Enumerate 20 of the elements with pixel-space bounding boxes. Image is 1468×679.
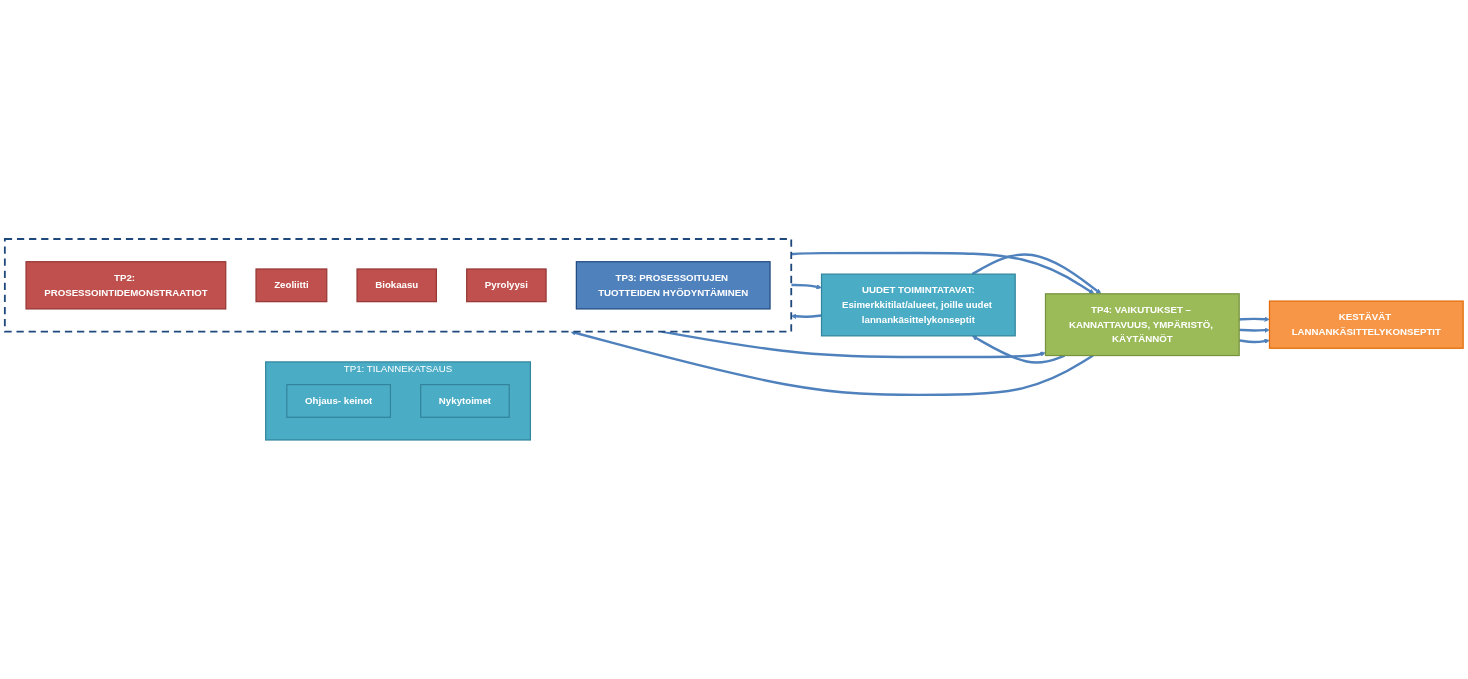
cluster	[3, 238, 793, 333]
node-box: UUDET TOIMINTATAVAT: Esimerkkitilat/alueet, joille uudet lannankäsittelykonseptit	[820, 273, 1016, 337]
arrow	[791, 251, 1095, 295]
node-box: Biokaasu	[356, 268, 438, 303]
node-box: Pyrolyysi	[466, 268, 547, 303]
node-box: TP3: PROSESSOITUJEN TUOTTEIDEN HYÖDYNTÄMINEN	[575, 261, 771, 310]
node-box: KESTÄVÄT LANNANKÄSITTELYKONSEPTIT	[1268, 300, 1464, 349]
arrow	[1239, 316, 1270, 322]
node-box: Nykytoimet	[420, 384, 510, 418]
arrow	[972, 335, 1066, 364]
node-box: Zeoliitti	[255, 268, 328, 303]
arrow	[791, 313, 822, 319]
node-box: Ohjaus- keinot	[286, 384, 392, 418]
arrow	[1239, 327, 1270, 333]
node-box: TP2: PROSESSOINTIDEMONSTRAATIOT	[25, 261, 227, 310]
arrow	[971, 253, 1102, 295]
arrow	[791, 283, 822, 290]
node-box: TP4: VAIKUTUKSET – KANNATTAVUUS, YMPÄRISTÖ, KÄYTÄNNÖT	[1044, 293, 1240, 357]
arrow	[570, 330, 1094, 397]
arrow	[1239, 338, 1270, 344]
